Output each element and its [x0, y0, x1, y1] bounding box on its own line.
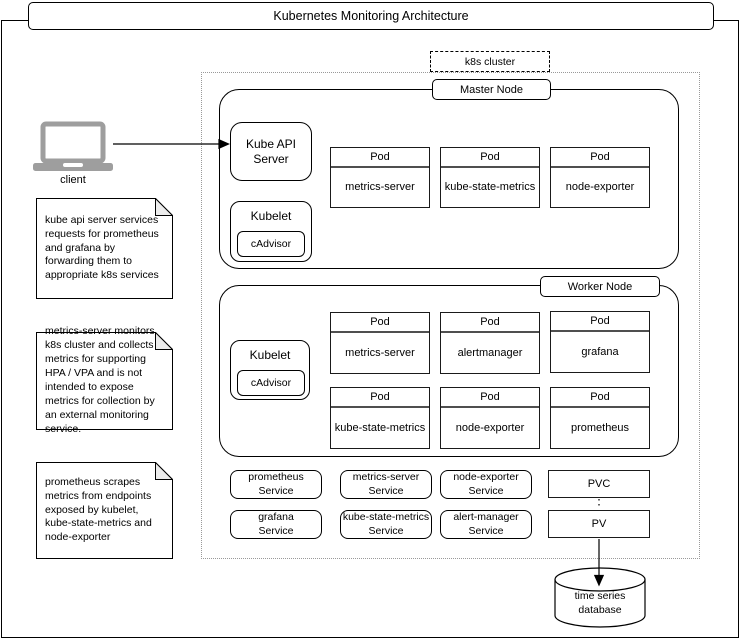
laptop-icon: [33, 121, 113, 171]
pod-name: kube-state-metrics: [444, 181, 536, 193]
db-label-line2: database: [578, 604, 622, 616]
service-type: Service: [468, 524, 504, 537]
worker-pod-grafana: Pod grafana: [550, 311, 650, 373]
service-kube-state-metrics: kube-state-metrics Service: [340, 510, 432, 539]
note-text: prometheus scrapes metrics from endpoint…: [45, 475, 152, 544]
master-cadvisor: cAdvisor: [237, 231, 305, 257]
k8s-cluster-boundary: [201, 72, 700, 559]
pvc-box: PVC: [548, 470, 650, 498]
service-type: Service: [368, 524, 404, 537]
note-shape-icon: [36, 198, 173, 299]
note-shape-icon: [36, 332, 173, 430]
pod-header: Pod: [441, 313, 539, 333]
service-type: Service: [468, 484, 504, 497]
service-grafana: grafana Service: [230, 510, 322, 539]
worker-pod-alertmanager: Pod alertmanager: [440, 312, 540, 374]
pod-name: metrics-server: [345, 346, 415, 359]
worker-pod-prometheus: Pod prometheus: [550, 387, 650, 449]
service-name: node-exporter: [453, 471, 519, 484]
kube-api-server-label: Kube API Server: [245, 136, 297, 166]
master-pod-node-exporter: Pod node-exporter: [550, 147, 650, 208]
master-node-label-text: Master Node: [460, 83, 523, 96]
worker-node-label: Worker Node: [540, 276, 660, 297]
k8s-cluster-label: k8s cluster: [430, 51, 550, 72]
note-shape-icon: [36, 462, 173, 559]
master-pod-kube-state-metrics: Pod kube-state-metrics: [440, 147, 540, 208]
worker-pod-node-exporter: Pod node-exporter: [440, 387, 540, 449]
service-node-exporter: node-exporter Service: [440, 470, 532, 499]
pod-name: node-exporter: [565, 181, 635, 193]
pod-name: metrics-server: [345, 181, 415, 193]
pv-box: PV: [548, 510, 650, 538]
worker-pod-kube-state-metrics: Pod kube-state-metrics: [330, 387, 430, 449]
page-title: Kubernetes Monitoring Architecture: [28, 2, 714, 30]
pod-name: kube-state-metrics: [334, 421, 426, 434]
master-pod-metrics-server: Pod metrics-server: [330, 147, 430, 208]
service-metrics-server: metrics-server Service: [340, 470, 432, 499]
service-alert-manager: alert-manager Service: [440, 510, 532, 539]
pod-name: alertmanager: [457, 346, 523, 359]
note-metrics-server: metrics-server monitors k8s cluster and …: [36, 325, 173, 435]
note-kube-api-server: kube api server services requests for pr…: [36, 198, 173, 299]
database-cylinder-icon: [554, 567, 646, 628]
pvc-label: PVC: [587, 478, 611, 490]
pod-header: Pod: [331, 148, 429, 168]
master-cadvisor-label: cAdvisor: [250, 238, 292, 250]
service-name: grafana: [258, 511, 294, 524]
note-prometheus: prometheus scrapes metrics from endpoint…: [36, 462, 173, 559]
worker-cadvisor: cAdvisor: [237, 370, 305, 396]
worker-pod-metrics-server: Pod metrics-server: [330, 312, 430, 374]
service-name: kube-state-metrics: [342, 511, 430, 524]
worker-kubelet-label: Kubelet: [249, 348, 291, 362]
k8s-cluster-label-text: k8s cluster: [464, 55, 516, 68]
master-node-label: Master Node: [432, 79, 551, 100]
kube-api-server: Kube API Server: [230, 122, 312, 181]
db-label-line1: time series: [574, 590, 626, 603]
service-type: Service: [258, 524, 294, 537]
service-name: alert-manager: [453, 511, 519, 524]
pod-header: Pod: [331, 388, 429, 408]
pod-header: Pod: [441, 388, 539, 408]
service-type: Service: [258, 484, 294, 497]
pv-label: PV: [591, 518, 607, 530]
page-title-text: Kubernetes Monitoring Architecture: [273, 9, 469, 23]
pod-name: prometheus: [570, 421, 630, 434]
pod-name: grafana: [581, 345, 619, 358]
service-type: Service: [368, 484, 404, 497]
pod-header: Pod: [551, 312, 649, 332]
service-prometheus: prometheus Service: [230, 470, 322, 499]
worker-cadvisor-label: cAdvisor: [250, 377, 292, 389]
service-name: metrics-server: [352, 471, 420, 484]
service-name: prometheus: [248, 471, 304, 484]
note-text: kube api server services requests for pr…: [45, 213, 159, 282]
pod-header: Pod: [551, 148, 649, 168]
note-text: metrics-server monitors k8s cluster and …: [45, 325, 155, 435]
pod-header: Pod: [331, 313, 429, 333]
pod-header: Pod: [441, 148, 539, 168]
time-series-database: time series database: [554, 589, 646, 619]
client-label: client: [60, 174, 86, 186]
master-kubelet-label: Kubelet: [250, 209, 292, 223]
worker-node-label-text: Worker Node: [567, 280, 633, 293]
pod-header: Pod: [551, 388, 649, 408]
pod-name: node-exporter: [455, 421, 525, 434]
